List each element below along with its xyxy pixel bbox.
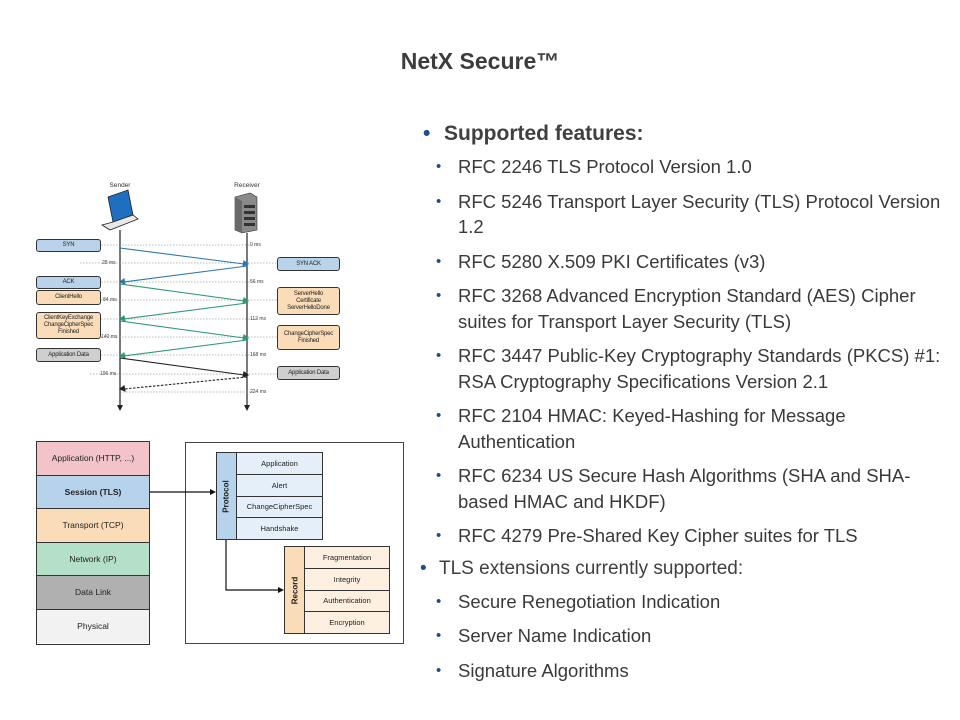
layer-application: Application (HTTP, ...) [37, 442, 149, 476]
bullet-icon: • [436, 627, 442, 644]
record-label: Record [285, 547, 305, 633]
record-row: Fragmentation [305, 547, 389, 569]
bullet-icon: • [436, 252, 442, 270]
timing-label: 168 ms [250, 352, 267, 358]
feature-item: •RFC 3268 Advanced Encryption Standard (… [436, 285, 916, 332]
protocol-row: Alert [237, 475, 322, 497]
network-layer-stack: Application (HTTP, ...) Session (TLS) Tr… [36, 441, 150, 645]
tls-handshake-diagram: Sender Receiver SYN ACK ClientHello Clie… [30, 175, 340, 415]
feature-item: •RFC 5280 X.509 PKI Certificates (v3) [420, 249, 960, 275]
timing-label: 28 ms [102, 260, 116, 266]
bullet-icon: • [436, 158, 442, 175]
extensions-heading: •TLS extensions currently supported: [420, 556, 960, 582]
server-change-cipher-spec-message: ChangeCipherSpec Finished [277, 325, 340, 350]
feature-item: •RFC 2246 TLS Protocol Version 1.0 [420, 154, 960, 180]
tls-structure-frame [185, 442, 404, 644]
features-heading: •Supported features: [423, 122, 644, 145]
slide-title-text: NetX Secure™ [400, 48, 560, 74]
syn-message: SYN [36, 239, 101, 252]
bullet-icon: • [436, 661, 442, 679]
handshake-lines [80, 189, 298, 411]
syn-ack-message: SYN ACK [277, 257, 340, 271]
bullet-icon: • [436, 287, 442, 304]
server-icon [234, 192, 258, 234]
extension-item: •Signature Algorithms [420, 658, 960, 684]
layer-data-link: Data Link [37, 576, 149, 610]
extension-item: •Server Name Indication [420, 623, 960, 649]
timing-label: 196 ms [100, 371, 117, 377]
bullet-icon: • [423, 122, 431, 145]
bullet-icon: • [436, 592, 442, 610]
layer-session: Session (TLS) [37, 475, 149, 509]
ack-message: ACK [36, 276, 101, 289]
layer-network: Network (IP) [37, 542, 149, 576]
client-key-exchange-message: ClientKeyExchange ChangeCipherSpec Finis… [36, 312, 101, 339]
layer-physical: Physical [37, 609, 149, 643]
timing-label: 140 ms [101, 334, 118, 340]
protocol-label: Protocol [217, 453, 237, 539]
record-block: Record Fragmentation Integrity Authentic… [284, 546, 390, 634]
server-hello-message: ServerHello Certificate ServerHelloDone [277, 287, 340, 315]
protocol-row: Application [237, 453, 322, 475]
feature-item: •RFC 6234 US Secure Hash Algorithms (SHA… [436, 465, 911, 512]
timing-label: 84 ms [103, 297, 117, 303]
timing-label: 112 ms [250, 316, 267, 322]
bullet-icon: • [436, 527, 442, 544]
timing-label: 224 ms [250, 389, 267, 395]
bullet-icon: • [436, 192, 442, 210]
protocol-row: Handshake [260, 524, 299, 534]
layer-transport: Transport (TCP) [37, 509, 149, 543]
bullet-icon: • [420, 557, 427, 579]
bullet-icon: • [436, 467, 442, 484]
feature-list: •Supported features: •RFC 2246 TLS Proto… [420, 121, 960, 692]
receiver-label: Receiver [234, 182, 260, 189]
slide-title: NetX Secure™ [0, 48, 960, 75]
feature-item: •RFC 4279 Pre-Shared Key Cipher suites f… [420, 523, 960, 549]
extension-item: •Secure Renegotiation Indication [420, 589, 960, 615]
receiver-application-data: Application Data [277, 366, 340, 380]
laptop-icon [101, 189, 139, 231]
bullet-icon: • [436, 407, 442, 424]
feature-item: •RFC 5246 Transport Layer Security (TLS)… [436, 190, 941, 238]
feature-item: •RFC 2104 HMAC: Keyed-Hashing for Messag… [436, 405, 846, 452]
protocol-row: ChangeCipherSpec [237, 497, 322, 519]
client-hello-message: ClientHello [36, 290, 101, 305]
record-row: Integrity [305, 569, 389, 591]
sender-label: Sender [109, 182, 131, 189]
timing-label: 56 ms [250, 279, 264, 285]
feature-item: •RFC 3447 Public-Key Cryptography Standa… [436, 345, 941, 392]
protocol-block: Protocol Application Alert ChangeCipherS… [216, 452, 323, 540]
record-row: Encryption [329, 618, 365, 628]
timing-label: 0 ms [250, 242, 261, 248]
record-row: Authentication [305, 591, 389, 613]
sender-application-data: Application Data [36, 348, 101, 362]
bullet-icon: • [436, 347, 442, 364]
